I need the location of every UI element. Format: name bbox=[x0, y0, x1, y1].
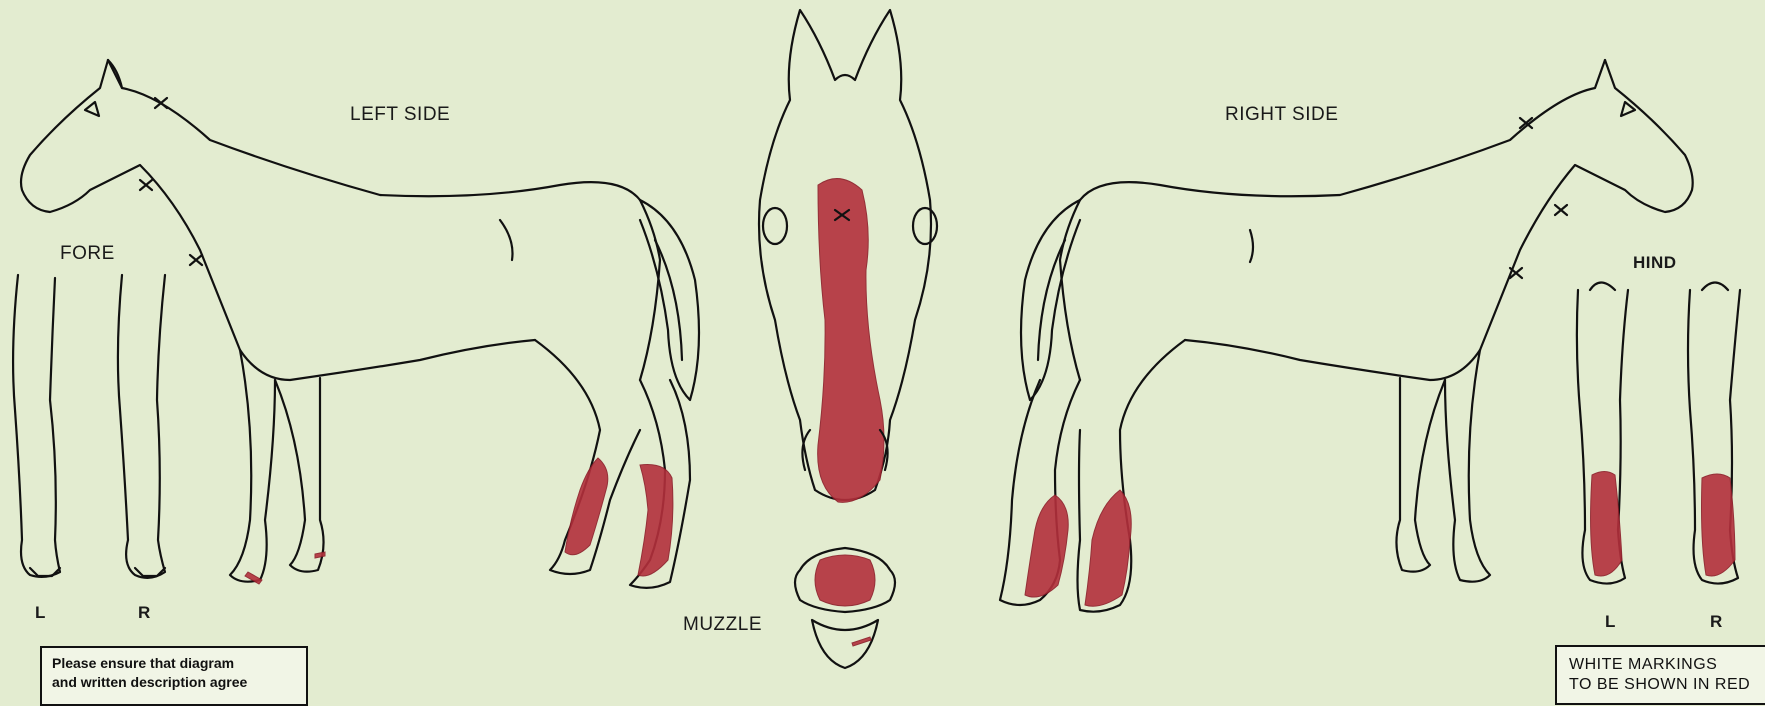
hind-label: HIND bbox=[1633, 253, 1677, 273]
right-side-horse bbox=[1000, 60, 1693, 612]
fore-right-label: R bbox=[138, 603, 151, 623]
agreement-note-line1: Please ensure that diagram bbox=[52, 654, 296, 673]
right-side-label: RIGHT SIDE bbox=[1225, 104, 1338, 126]
white-markings-note-line2: TO BE SHOWN IN RED bbox=[1569, 675, 1765, 695]
front-head-diagram bbox=[759, 10, 937, 668]
agreement-note: Please ensure that diagram and written d… bbox=[40, 646, 308, 706]
left-side-horse bbox=[21, 60, 699, 588]
fore-left-label: L bbox=[35, 603, 46, 623]
muzzle-label: MUZZLE bbox=[683, 614, 762, 636]
hind-right-label: R bbox=[1710, 612, 1723, 632]
left-side-label: LEFT SIDE bbox=[350, 104, 450, 126]
white-markings-note-line1: WHITE MARKINGS bbox=[1569, 655, 1765, 675]
white-markings-note: WHITE MARKINGS TO BE SHOWN IN RED bbox=[1555, 645, 1765, 705]
hind-left-label: L bbox=[1605, 612, 1616, 632]
fore-label: FORE bbox=[60, 243, 115, 265]
fore-legs-diagram bbox=[13, 275, 165, 578]
hind-legs-diagram bbox=[1577, 283, 1740, 584]
agreement-note-line2: and written description agree bbox=[52, 673, 296, 692]
